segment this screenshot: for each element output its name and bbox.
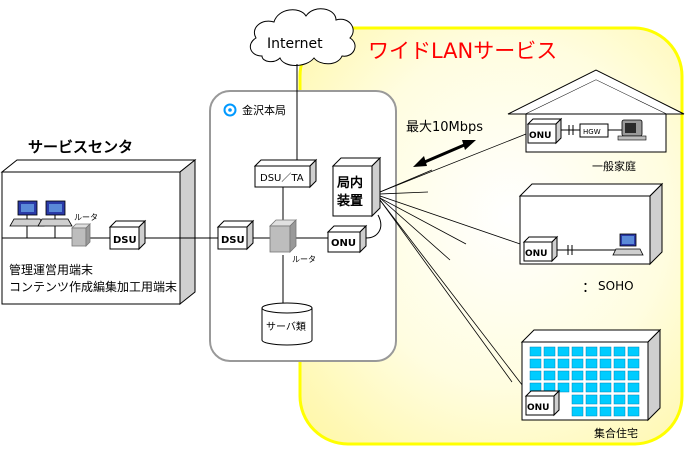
pc-icon (37, 200, 73, 227)
soho-onu (522, 235, 559, 263)
apartment-window (627, 370, 640, 381)
terminal-label-2: コンテンツ作成編集加工用端末 (9, 279, 177, 294)
apartment-window (627, 394, 640, 405)
apartment-window (557, 358, 570, 369)
apartment-window (557, 346, 570, 357)
home-onu (526, 117, 563, 145)
station-label-2: 装置 (336, 193, 363, 209)
apartment-window (599, 358, 612, 369)
office-title: 金沢本局 (242, 103, 286, 117)
office-dsu (216, 219, 255, 251)
speed-label: 最大10Mbps (406, 120, 483, 135)
apartment-window (613, 394, 626, 405)
apartment-onu-label: ONU (527, 403, 550, 413)
apartment-window (557, 382, 570, 393)
apartment-window (585, 406, 598, 417)
apartment-window (585, 358, 598, 369)
apartment-window (599, 346, 612, 357)
office-dsu-label: DSU (221, 235, 245, 246)
soho-caption: SOHO (598, 279, 634, 293)
apartment-window (571, 358, 584, 369)
apartment-window (613, 358, 626, 369)
router-icon (71, 223, 91, 247)
apartment-window (599, 370, 612, 381)
station-label-1: 局内 (337, 175, 363, 191)
apartment-onu (524, 389, 561, 417)
onu-station-link (365, 214, 382, 239)
office-onu-label: ONU (331, 238, 356, 249)
service-center-dsu-label: DSU (113, 235, 137, 246)
apartment-window (585, 346, 598, 357)
server-label: サーバ類 (266, 321, 306, 333)
apartment-window (627, 382, 640, 393)
router-icon (269, 219, 297, 253)
apartment-windows (529, 346, 640, 417)
station-equipment (331, 156, 382, 218)
fiber-lines (379, 133, 527, 391)
apartment-window (585, 394, 598, 405)
apartment-window (571, 346, 584, 357)
terminal-label-1: 管理運営用端末 (9, 262, 93, 277)
apartment-window (571, 370, 584, 381)
service-center-dsu (108, 219, 147, 251)
dsu-ta-label: DSU／TA (260, 172, 304, 184)
apartment-window (529, 346, 542, 357)
apartment-caption: 集合住宅 (594, 426, 638, 440)
home-onu-label: ONU (529, 131, 552, 141)
apartment-window (599, 382, 612, 393)
pc-icon (612, 233, 644, 256)
apartment-window (613, 346, 626, 357)
apartment-window (571, 406, 584, 417)
apartment-window (585, 382, 598, 393)
soho-onu-label: ONU (525, 249, 548, 259)
apartment-window (529, 358, 542, 369)
hgw-label: HGW (583, 128, 601, 136)
apartment-window (627, 406, 640, 417)
pc-icon (9, 200, 45, 227)
server-cylinder-icon (261, 302, 313, 346)
service-center-title: サービスセンタ (28, 138, 133, 156)
apartment-window (613, 382, 626, 393)
internet-label: Internet (267, 36, 323, 52)
wide-lan-title: ワイドLANサービス (368, 39, 557, 63)
apartment-window (571, 382, 584, 393)
office-onu (326, 224, 368, 254)
apartment-window (543, 346, 556, 357)
internet-cloud (249, 8, 356, 66)
hgw-box (579, 123, 609, 138)
apartment-window (571, 394, 584, 405)
apartment-window (613, 370, 626, 381)
apartment-window (585, 370, 598, 381)
apartment-window (627, 346, 640, 357)
office-logo-icon (223, 103, 237, 117)
apartment-window (529, 370, 542, 381)
apartment-window (627, 358, 640, 369)
apartment-window (599, 394, 612, 405)
apartment-window (543, 358, 556, 369)
tv-icon (617, 119, 647, 141)
speed-arrow (413, 140, 476, 167)
apartment-window (599, 406, 612, 417)
dsu-ta-box (253, 158, 318, 189)
service-center-router-label: ルータ (74, 213, 98, 222)
apartment-window (557, 370, 570, 381)
soho-dots: ： (582, 280, 596, 296)
home-caption: 一般家庭 (592, 159, 636, 173)
apartment-window (543, 370, 556, 381)
apartment-window (613, 406, 626, 417)
office-router-label: ルータ (292, 255, 316, 264)
